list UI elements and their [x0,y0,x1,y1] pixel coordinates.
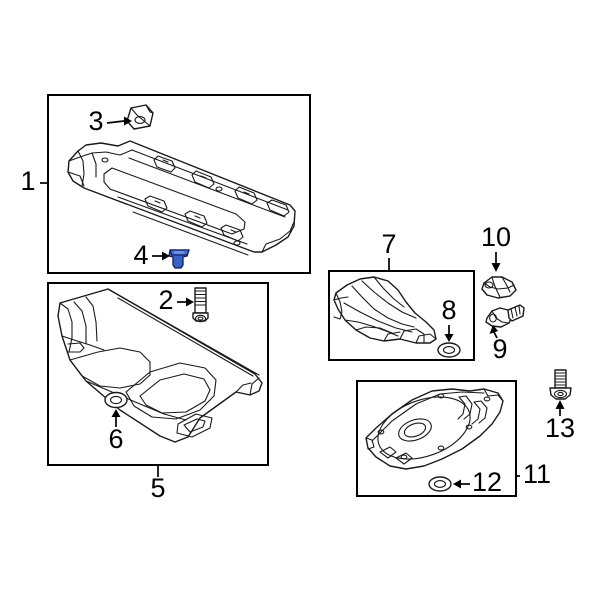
callout-7-label: 7 [381,229,396,259]
part-6-shield-washer-grommet[interactable] [104,391,128,409]
callout-9-arrowhead [489,325,498,334]
callout-8-label: 8 [441,295,456,325]
panel-11-center-shield-box[interactable] [356,380,517,497]
callout-11[interactable]: 11 [516,459,551,489]
callout-4-arrowhead [162,251,170,261]
callout-4[interactable]: 4 [133,240,170,270]
part-9-flange-head-screw[interactable] [485,304,525,328]
callout-10-arrowhead [491,263,501,272]
callout-10[interactable]: 10 [481,222,511,272]
callout-11-label: 11 [523,459,551,489]
part-2-hex-flange-bolt[interactable] [192,287,209,323]
callout-8-arrowhead [444,334,454,342]
callout-12-arrowhead [453,479,461,489]
callout-9[interactable]: 9 [489,325,508,364]
callout-3-label: 3 [88,106,103,136]
callout-13-arrowhead [555,400,565,409]
callout-5[interactable]: 5 [150,465,166,503]
part-10-conical-push-pin-retainer[interactable] [481,276,517,299]
callout-7[interactable]: 7 [381,229,397,271]
callout-12[interactable]: 12 [453,467,502,497]
part-12-shield-washer-grommet[interactable] [428,476,452,492]
panel-1-front-heat-shield-box[interactable] [47,94,311,274]
part-3-diamond-clip-nut[interactable] [126,104,154,130]
callout-5-label: 5 [150,473,165,503]
part-5-rear-floor-heat-shield[interactable] [57,288,263,443]
callout-9-leader [493,331,498,339]
callout-6-arrowhead [111,409,121,417]
callout-2[interactable]: 2 [158,285,194,315]
callout-10-label: 10 [481,222,511,252]
part-8-shield-washer-grommet[interactable] [437,342,461,358]
callout-12-label: 12 [472,467,502,497]
callout-1-label: 1 [20,166,35,196]
callout-3-leader [106,120,125,124]
callout-9-label: 9 [492,334,507,364]
part-13-stud-bolt-fastener[interactable] [549,369,572,400]
callout-4-label: 4 [133,240,148,270]
callout-13[interactable]: 13 [545,400,575,443]
callout-13-label: 13 [545,413,575,443]
callout-6[interactable]: 6 [108,409,124,454]
callout-6-label: 6 [108,424,123,454]
callout-3-arrowhead [124,116,132,126]
callout-1[interactable]: 1 [20,166,48,196]
callout-3[interactable]: 3 [88,106,132,136]
panel-7-tunnel-shield-box[interactable] [328,270,475,361]
callout-8[interactable]: 8 [441,295,457,342]
part-4-push-in-rivet-clip[interactable] [168,249,190,269]
part-11-center-floor-heat-shield[interactable] [365,385,504,470]
part-7-tunnel-heat-shield-bracket[interactable] [333,276,437,344]
callout-2-label: 2 [158,285,173,315]
part-1-front-floor-heat-shield[interactable] [67,140,296,256]
callout-2-arrowhead [186,297,194,307]
